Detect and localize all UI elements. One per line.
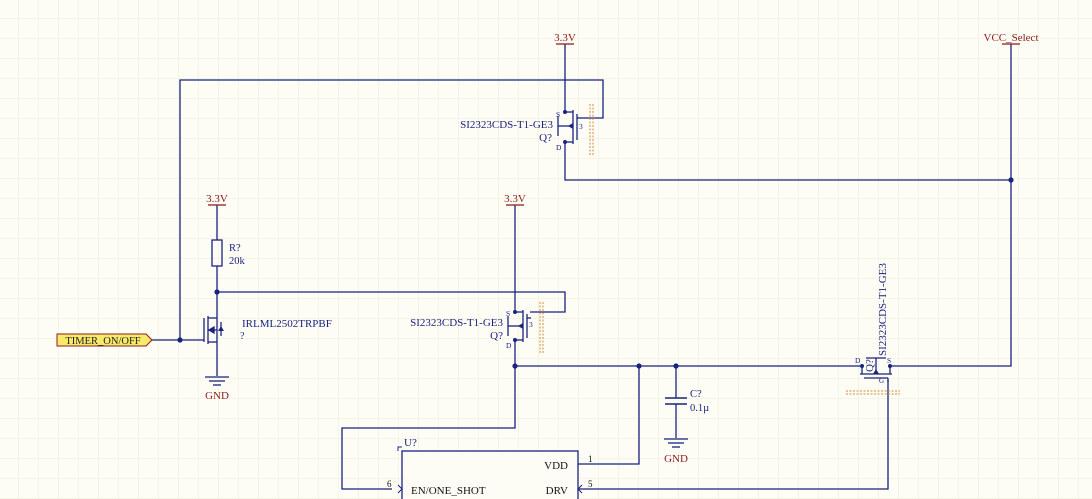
ic-pin-en-clock-mark (397, 484, 403, 494)
junction-vcc-select (1008, 177, 1014, 183)
junction-vdd (636, 363, 642, 369)
ic-pin-en-number: 6 (387, 479, 392, 489)
wire-mid-gate-loop[interactable] (217, 291, 566, 313)
resistor-value: 20k (229, 256, 246, 267)
capacitor-designator: C? (690, 389, 702, 400)
mosfet-top-designator: Q? (539, 132, 552, 144)
ground-left-label: GND (205, 390, 229, 402)
power-port-left[interactable]: 3.3V (206, 193, 228, 206)
ic[interactable]: U? VDD 1 EN/ONE_SHOT 6 DRV 5 (387, 437, 593, 499)
mosfet-right-pin-g: G (879, 377, 884, 385)
ic-pin-drv-mark (577, 484, 583, 494)
ic-pin-vdd-name: VDD (544, 460, 568, 472)
power-port-left-label: 3.3V (206, 193, 228, 205)
ic-pin-vdd-number: 1 (588, 454, 593, 464)
ic-designator-mark (397, 446, 402, 451)
mosfet-mid-pin-s: S (506, 309, 510, 318)
net-port-timer[interactable]: TIMER_ON/OFF (56, 333, 153, 347)
resistor-designator: R? (229, 243, 241, 254)
mosfet-left[interactable]: IRLML2502TRPBF ? (198, 314, 332, 345)
power-port-top-label: 3.3V (554, 32, 576, 44)
wire-top-drain[interactable] (564, 142, 1011, 181)
mosfet-top-pin-d: D (556, 143, 562, 152)
mosfet-right-pin-d: D (855, 356, 861, 365)
mosfet-top-pin-g: 3 (579, 122, 583, 131)
capacitor-value: 0.1µ (690, 403, 709, 414)
mosfet-top[interactable]: S D 3 SI2323CDS-T1-GE3 Q? (460, 104, 594, 156)
wire-drv[interactable] (578, 380, 889, 490)
mosfet-mid-pin-d: D (506, 341, 512, 350)
mosfet-top-pin-s: S (556, 110, 560, 119)
mosfet-left-part: IRLML2502TRPBF (242, 318, 332, 330)
power-port-vcc-select[interactable]: VCC_Select (984, 32, 1039, 45)
junction-timer (177, 337, 183, 343)
capacitor[interactable]: C? 0.1µ (665, 389, 709, 414)
mosfet-mid-designator: Q? (490, 330, 503, 342)
wire-vcc-select[interactable] (890, 44, 1012, 367)
ic-body (401, 450, 579, 499)
mosfet-left-designator: ? (240, 331, 245, 342)
ground-cap-label: GND (664, 453, 688, 465)
wire-en-loop[interactable] (341, 366, 516, 490)
junction-mid-node (214, 289, 220, 295)
mosfet-right-designator: Q? (864, 359, 876, 372)
mosfet-right-part: SI2323CDS-T1-GE3 (877, 263, 889, 356)
net-port-timer-label: TIMER_ON/OFF (65, 336, 140, 347)
wire-vdd[interactable] (578, 366, 640, 465)
mosfet-right[interactable]: D S G SI2323CDS-T1-GE3 Q? (846, 263, 900, 395)
mosfet-mid-part: SI2323CDS-T1-GE3 (410, 317, 503, 329)
junction-mid-drain (512, 363, 518, 369)
mosfet-mid[interactable]: S D 3 SI2323CDS-T1-GE3 Q? (410, 302, 544, 354)
ic-pin-drv-number: 5 (588, 479, 593, 489)
ic-designator: U? (404, 437, 417, 449)
mosfet-mid-pin-g: 3 (529, 320, 533, 329)
junction-cap (673, 363, 679, 369)
power-port-top[interactable]: 3.3V (554, 32, 576, 45)
ic-pin-drv-name: DRV (546, 485, 568, 497)
wire-top-gate-loop[interactable] (179, 79, 604, 340)
power-port-middle-label: 3.3V (504, 193, 526, 205)
resistor[interactable]: R? 20k (211, 239, 246, 267)
mosfet-right-pin-s: S (887, 356, 891, 365)
junctions (177, 177, 1014, 369)
power-port-middle[interactable]: 3.3V (504, 193, 526, 206)
ground-left[interactable]: GND (205, 376, 229, 402)
power-port-vcc-select-label: VCC_Select (984, 32, 1039, 44)
mosfet-top-part: SI2323CDS-T1-GE3 (460, 119, 553, 131)
wires (152, 44, 1012, 490)
ground-cap[interactable]: GND (664, 438, 688, 465)
ic-pin-en-name: EN/ONE_SHOT (411, 485, 486, 497)
